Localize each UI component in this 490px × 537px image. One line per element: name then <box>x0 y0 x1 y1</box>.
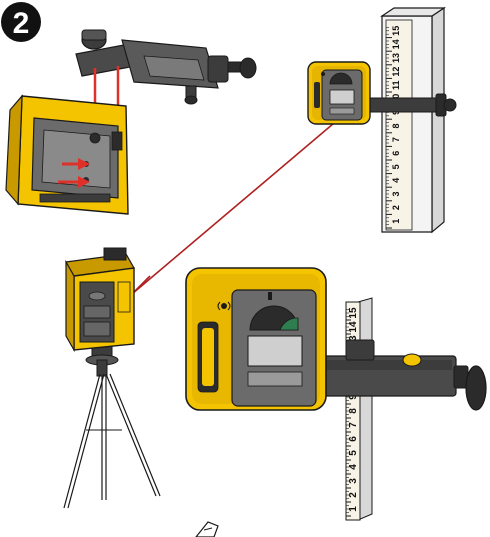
lower-rod-scale: 123456789101112131415 <box>346 307 359 517</box>
scale-number: 8 <box>391 123 401 128</box>
scale-number: 1 <box>391 219 401 224</box>
scale-number: 8 <box>348 408 359 414</box>
upper-laser-detector <box>307 61 371 125</box>
scale-number: 13 <box>391 53 401 63</box>
upper-clamp-bar <box>367 93 457 117</box>
upper-measuring-rod: 123456789101112131415 <box>380 6 446 234</box>
detector-back-view <box>5 94 129 215</box>
scale-number: 5 <box>391 164 401 169</box>
scale-number: 6 <box>348 436 359 442</box>
step-badge: 2 <box>1 2 41 42</box>
partial-device-edge <box>195 521 219 537</box>
scale-number: 14 <box>391 39 401 49</box>
red-arrow-icon <box>58 158 90 188</box>
scale-number: 14 <box>348 321 359 333</box>
scale-number: 12 <box>391 67 401 77</box>
scale-number: 2 <box>391 205 401 210</box>
mounting-bracket <box>75 29 257 105</box>
scale-number: 4 <box>391 178 401 183</box>
scale-number: 9 <box>348 394 359 400</box>
lower-laser-detector <box>185 267 327 411</box>
scale-number: 1 <box>348 506 359 512</box>
scale-number: 5 <box>348 450 359 456</box>
scale-number: 15 <box>391 26 401 36</box>
laser-level <box>65 247 135 353</box>
scale-number: 2 <box>348 492 359 498</box>
scale-number: 7 <box>391 137 401 142</box>
scale-number: 4 <box>348 464 359 470</box>
laser-beam-short <box>131 275 151 295</box>
lower-clamp <box>311 339 487 411</box>
scale-number: 11 <box>391 80 401 90</box>
scale-number: 3 <box>391 191 401 196</box>
scale-number: 3 <box>348 478 359 484</box>
scale-number: 15 <box>348 307 359 319</box>
laser-beam <box>131 117 341 295</box>
step-number: 2 <box>13 7 30 40</box>
tripod <box>63 341 161 509</box>
lower-measuring-rod: 123456789101112131415 <box>345 297 373 521</box>
scale-number: 6 <box>391 151 401 156</box>
scale-number: 7 <box>348 422 359 428</box>
